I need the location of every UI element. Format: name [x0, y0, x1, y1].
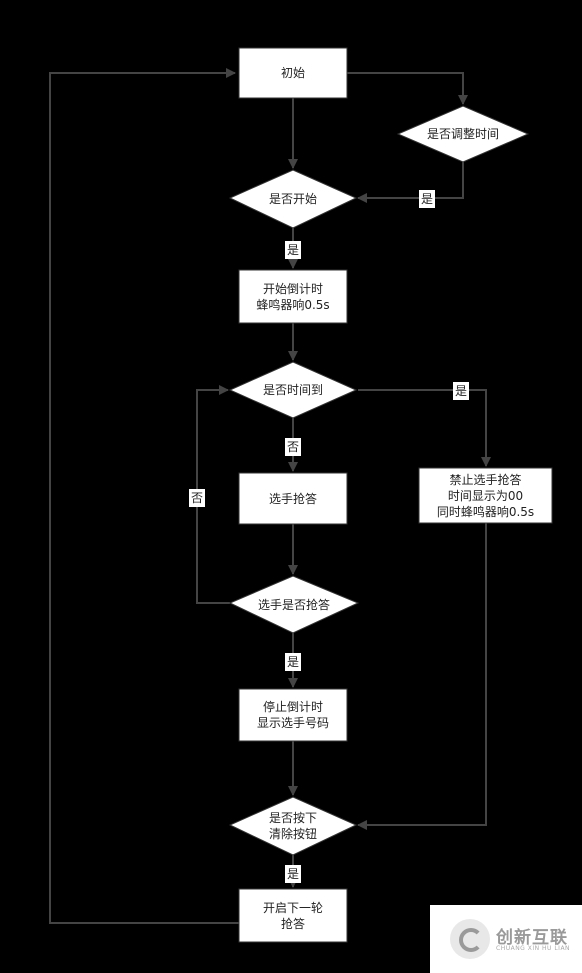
node-countdown-box	[238, 269, 348, 324]
node-answer-box	[238, 472, 348, 525]
edge-adjust-to-start	[357, 162, 464, 203]
node-init-box	[238, 47, 348, 99]
node-stop-text: 停止倒计时 显示选手号码	[256, 700, 329, 730]
edge-next-to-init	[49, 68, 239, 924]
edge-label-yes-grab: 是	[285, 653, 302, 671]
node-clear-text: 是否按下 清除按钮	[268, 811, 317, 841]
edge-label-yes-clear: 是	[285, 865, 302, 883]
edge-label-no-timeup: 否	[285, 438, 302, 456]
node-timeup-diamond	[228, 361, 358, 419]
node-next-box	[238, 888, 348, 943]
node-timeout-box	[418, 467, 553, 524]
node-start-text: 是否开始	[268, 192, 317, 206]
node-timeup-text: 是否时间到	[262, 383, 323, 397]
watermark-subtitle: CHUANG XIN HU LIAN	[496, 945, 571, 952]
watermark-logo-icon	[450, 919, 490, 959]
edge-label-yes-timeup: 是	[453, 382, 470, 400]
node-start-diamond	[228, 169, 358, 229]
watermark-logo: 创新互联 CHUANG XIN HU LIAN	[430, 905, 582, 973]
node-init-text: 初始	[280, 66, 305, 80]
edge-label-yes-adjust: 是	[419, 190, 436, 208]
node-next-text: 开启下一轮 抢答	[262, 900, 323, 931]
edge-label-yes-start: 是	[285, 241, 302, 259]
node-answer-text: 选手抢答	[268, 491, 317, 506]
edge-label-no-grab: 否	[189, 489, 206, 507]
edge-timeup-to-timeout	[358, 389, 491, 467]
edge-init-to-adjust	[347, 72, 468, 105]
node-grab-text: 选手是否抢答	[257, 597, 330, 612]
edge-timeout-to-clear	[357, 523, 487, 830]
node-countdown-text: 开始倒计时 蜂鸣器响0.5s	[256, 281, 330, 312]
node-timeout-text: 禁止选手抢答 时间显示为00 同时蜂鸣器响0.5s	[436, 472, 535, 519]
node-grab-diamond	[228, 575, 360, 634]
node-adjust-text: 是否调整时间	[426, 127, 499, 141]
watermark-title: 创新互联	[496, 928, 568, 948]
node-adjust-diamond	[396, 105, 530, 163]
node-stop-box	[238, 688, 348, 742]
node-clear-diamond	[228, 796, 358, 856]
